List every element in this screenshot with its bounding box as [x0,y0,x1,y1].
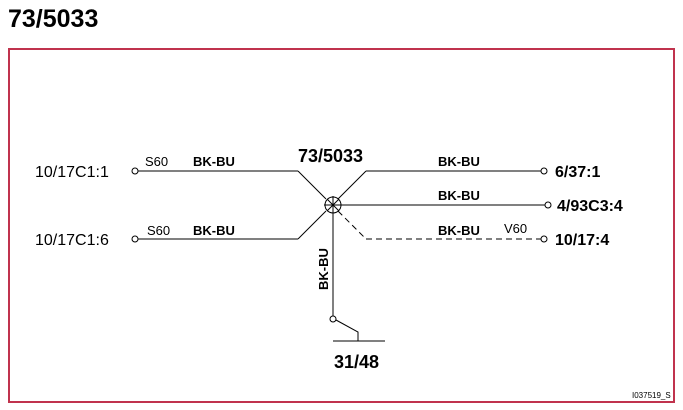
terminal-ground: 31/48 [334,352,379,372]
wire-color-left-top: BK-BU [193,154,235,169]
wire-color-right-bottom: BK-BU [438,223,480,238]
wire-left-bottom-diagonal [297,210,327,240]
wire-color-right-top: BK-BU [438,154,480,169]
terminal-left-bottom: 10/17C1:6 [35,232,109,249]
page-title: 73/5033 [8,5,99,33]
terminal-right-mid: 4/93C3:4 [557,198,623,215]
wire-right-bottom-diagonal [337,210,367,240]
ground-switch [335,319,359,341]
node-label: 73/5033 [298,146,363,166]
terminal-right-top: 6/37:1 [555,164,600,181]
ground-terminal-circle [329,315,337,323]
wire-code-right-bottom: V60 [504,221,527,236]
wire-color-right-mid: BK-BU [438,188,480,203]
wire-code-left-bottom: S60 [147,223,170,238]
terminal-circle-right-top [540,167,548,175]
terminal-circle-left-top [131,167,139,175]
terminal-circle-left-bottom [131,235,139,243]
wire-color-ground: BK-BU [316,248,331,290]
wire-code-left-top: S60 [145,154,168,169]
diagram-frame [8,48,675,403]
terminal-circle-right-bottom [540,235,548,243]
wire-left-top-diagonal [297,170,327,200]
terminal-right-bottom: 10/17:4 [555,232,609,249]
terminal-circle-right-mid [544,201,552,209]
terminal-left-top: 10/17C1:1 [35,164,109,181]
wire-color-left-bottom: BK-BU [193,223,235,238]
wire-right-top-diagonal [337,170,367,200]
reference-code: I037519_S [632,391,671,400]
